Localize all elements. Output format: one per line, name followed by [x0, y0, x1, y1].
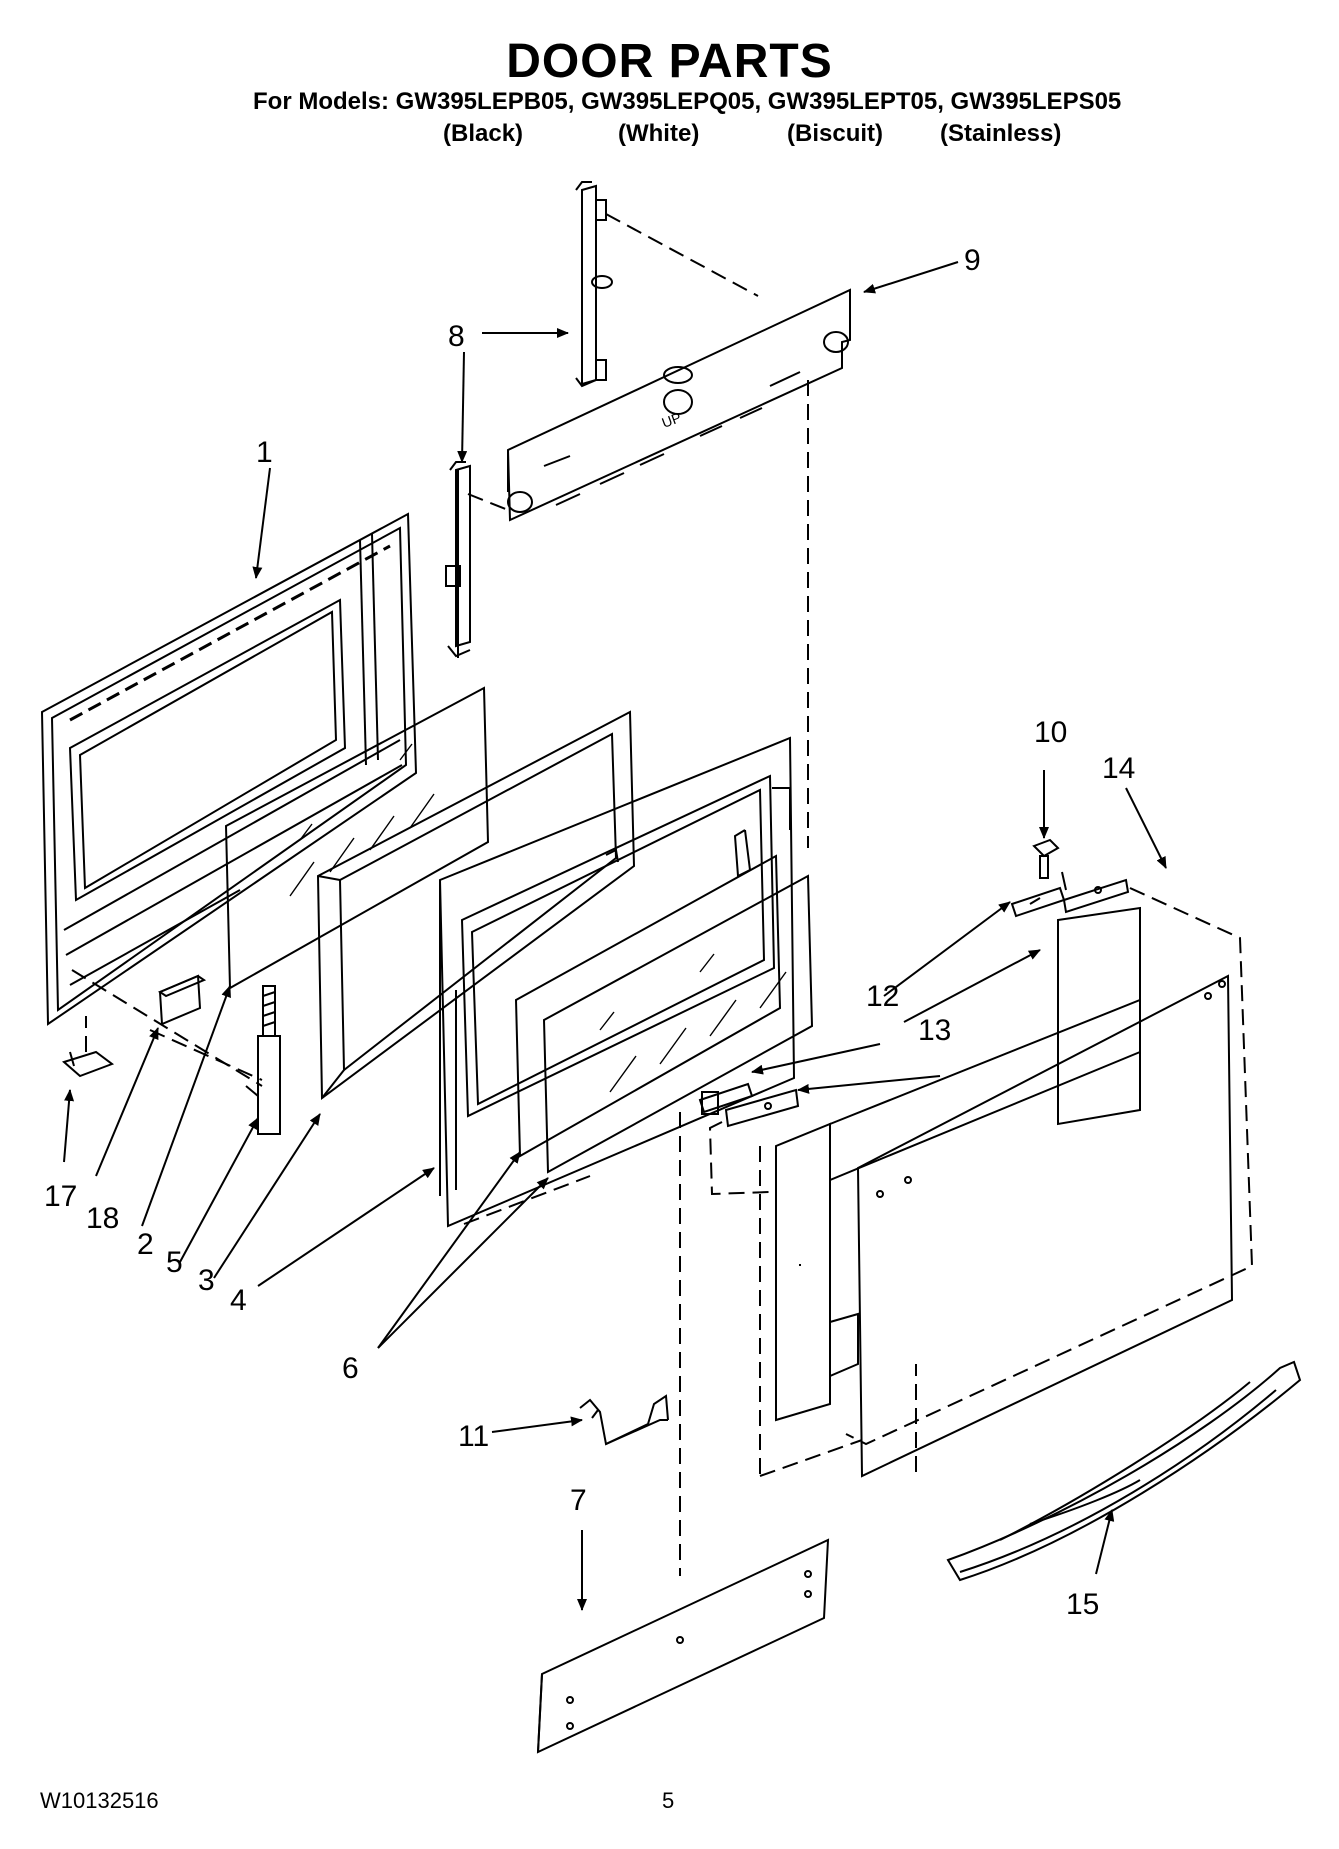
part-1-outer-door-panel — [40, 512, 418, 1026]
callout-6: 6 — [342, 1352, 359, 1385]
part-12-13-receptacles — [698, 871, 1130, 1128]
color-label-white: (White) — [618, 120, 700, 147]
part-17-clip — [61, 1050, 115, 1078]
callout-15: 15 — [1066, 1588, 1099, 1621]
callout-12: 12 — [866, 980, 899, 1013]
callout-1: 1 — [256, 436, 273, 469]
callout-13: 13 — [918, 1014, 951, 1047]
part-14-glass-panels — [775, 906, 1234, 1478]
document-number: W10132516 — [40, 1788, 159, 1813]
callout-2: 2 — [137, 1228, 154, 1261]
part-15-handle — [946, 1360, 1302, 1582]
part-6-glass-panels — [514, 854, 814, 1174]
callout-9: 9 — [964, 244, 981, 277]
callout-7: 7 — [570, 1484, 587, 1517]
part-2-glass-panel — [224, 686, 490, 990]
color-label-biscuit: (Biscuit) — [787, 120, 883, 147]
part-9-top-panel — [506, 288, 851, 522]
part-11-bracket — [579, 1394, 669, 1446]
part-7-bottom-plate — [536, 1538, 830, 1754]
page-number: 5 — [662, 1788, 675, 1813]
callout-11: 11 — [458, 1420, 489, 1453]
part-8-bracket — [445, 461, 471, 658]
callout-5: 5 — [166, 1246, 183, 1279]
callout-numbers: 1 2 3 4 5 6 7 8 9 10 11 12 13 14 15 17 1… — [44, 244, 1135, 1621]
callout-3: 3 — [198, 1264, 215, 1297]
callout-18: 18 — [86, 1202, 119, 1235]
callout-17: 17 — [44, 1180, 77, 1213]
color-label-stainless: (Stainless) — [940, 120, 1062, 147]
part-3-inner-frame — [316, 710, 636, 1100]
callout-arrows — [63, 261, 1167, 1611]
callout-8: 8 — [448, 320, 465, 353]
part-14-door-assembly — [708, 887, 1254, 1477]
callout-4: 4 — [230, 1284, 247, 1317]
models-line: For Models: GW395LEPB05, GW395LEPQ05, GW… — [253, 88, 1122, 115]
part-10-screw — [1032, 838, 1060, 879]
callout-14: 14 — [1102, 752, 1135, 785]
svg-text:UP: UP — [660, 409, 684, 431]
callout-10: 10 — [1034, 716, 1067, 749]
part-8-upper-bracket — [575, 181, 613, 388]
part-18-block — [157, 974, 207, 1026]
part-4-door-liner — [438, 736, 796, 1228]
assembly-dashed-lines — [71, 213, 809, 1576]
color-label-black: (Black) — [443, 120, 524, 147]
part-5-hinge — [245, 985, 281, 1135]
page-title: DOOR PARTS — [506, 35, 833, 88]
